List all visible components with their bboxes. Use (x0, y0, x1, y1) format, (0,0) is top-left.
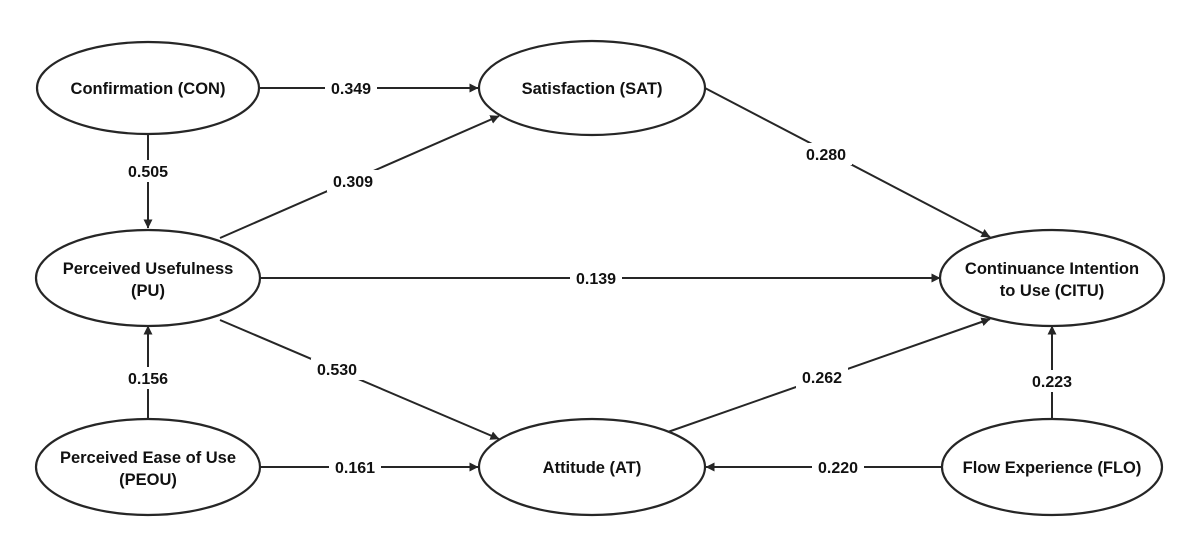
node-citu-label-line1: Continuance Intention (965, 260, 1139, 278)
edge-label-peou-pu: 0.156 (128, 371, 168, 388)
node-perceived-usefulness: Perceived Usefulness (PU) (34, 228, 262, 328)
node-peou-label-line2: (PEOU) (119, 471, 177, 489)
node-flow-label: Flow Experience (FLO) (963, 459, 1142, 477)
edge-flo-citu: 0.223 (1026, 325, 1078, 418)
node-confirmation: Confirmation (CON) (35, 40, 261, 136)
edge-peou-at: 0.161 (259, 457, 479, 477)
node-confirmation-label: Confirmation (CON) (71, 80, 226, 98)
edge-label-con-pu: 0.505 (128, 164, 168, 181)
edge-label-flo-citu: 0.223 (1032, 374, 1072, 391)
edge-pu-sat: 0.309 (219, 115, 500, 239)
edge-label-at-citu: 0.262 (802, 370, 842, 387)
edge-label-pu-citu: 0.139 (576, 271, 616, 288)
edge-label-pu-at: 0.530 (317, 362, 357, 379)
edge-pu-at: 0.530 (219, 319, 500, 440)
edge-con-pu: 0.505 (122, 134, 174, 229)
node-peou-label-line1: Perceived Ease of Use (60, 449, 236, 467)
edge-pu-citu: 0.139 (260, 268, 941, 288)
edge-sat-citu: 0.280 (702, 86, 991, 238)
node-pu-label-line2: (PU) (131, 282, 165, 300)
edge-con-sat: 0.349 (259, 78, 479, 98)
node-satisfaction: Satisfaction (SAT) (477, 39, 707, 137)
node-flow-experience: Flow Experience (FLO) (940, 417, 1164, 517)
edge-at-citu: 0.262 (664, 317, 991, 434)
edge-label-peou-at: 0.161 (335, 460, 375, 477)
edge-label-flo-at: 0.220 (818, 460, 858, 477)
edge-label-con-sat: 0.349 (331, 81, 371, 98)
edge-flo-at: 0.220 (705, 457, 941, 477)
edge-peou-pu: 0.156 (122, 325, 174, 418)
edge-label-sat-citu: 0.280 (806, 147, 846, 164)
node-attitude-label: Attitude (AT) (543, 459, 642, 477)
node-continuance-intention: Continuance Intention to Use (CITU) (938, 228, 1166, 328)
node-perceived-ease-of-use: Perceived Ease of Use (PEOU) (34, 417, 262, 517)
node-attitude: Attitude (AT) (477, 417, 707, 517)
node-citu-label-line2: to Use (CITU) (1000, 282, 1105, 300)
node-satisfaction-label: Satisfaction (SAT) (522, 80, 663, 98)
node-pu-label-line1: Perceived Usefulness (63, 260, 234, 278)
edge-label-pu-sat: 0.309 (333, 174, 373, 191)
